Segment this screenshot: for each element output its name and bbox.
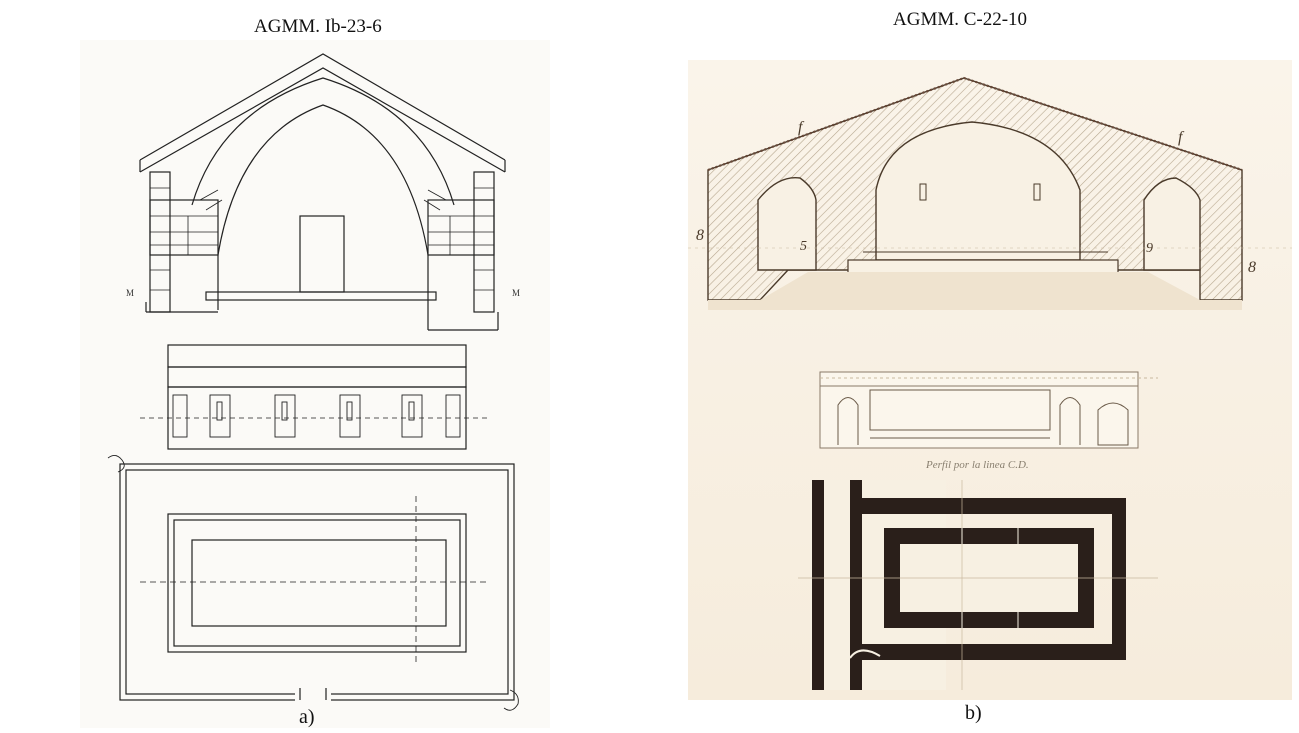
drawing-a-svg: M M bbox=[107, 53, 520, 711]
longitudinal-elevation-a bbox=[140, 344, 490, 450]
right-archive-reference: AGMM. C-22-10 bbox=[893, 9, 1028, 30]
section-letter: 8 bbox=[696, 227, 704, 244]
drawing-b-svg: f f 8 8 5 9 Perfil por la linea C.D. bbox=[688, 76, 1292, 690]
svg-text:M: M bbox=[126, 288, 134, 298]
svg-text:M: M bbox=[512, 288, 520, 298]
profile-elevation-b bbox=[819, 371, 1158, 449]
floor-plan-a bbox=[107, 455, 519, 711]
panel-b-caption: b) bbox=[965, 702, 982, 724]
profile-caption: Perfil por la linea C.D. bbox=[925, 459, 1029, 471]
panel-a-caption: a) bbox=[299, 706, 315, 728]
drawing-panel-b: f f 8 8 5 9 Perfil por la linea C.D. bbox=[688, 60, 1292, 700]
section-letter: f bbox=[1178, 129, 1185, 146]
cross-section-b: f f 8 8 5 9 bbox=[688, 76, 1292, 310]
section-letter: 8 bbox=[1248, 259, 1256, 276]
section-letter: f bbox=[798, 119, 805, 136]
floor-plan-b bbox=[798, 480, 1158, 690]
section-letter: 9 bbox=[1146, 241, 1153, 256]
left-archive-reference: AGMM. Ib-23-6 bbox=[254, 16, 382, 37]
drawing-panel-a: M M bbox=[80, 40, 550, 728]
section-elevation-a: M M bbox=[126, 53, 520, 331]
section-letter: 5 bbox=[800, 239, 807, 254]
